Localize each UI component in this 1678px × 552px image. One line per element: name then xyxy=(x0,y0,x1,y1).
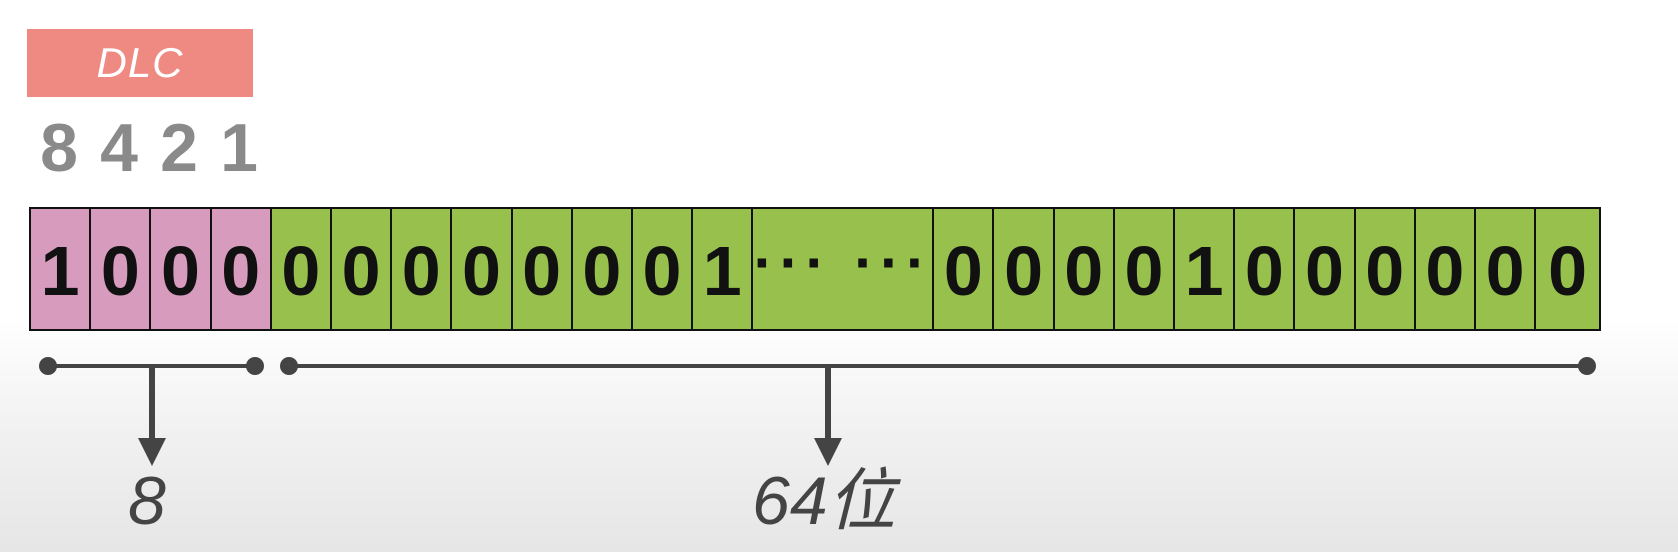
data-bit-cell: 0 xyxy=(1475,209,1537,329)
data-span-start-dot xyxy=(280,357,298,375)
data-bit-cell: 0 xyxy=(1415,209,1476,329)
data-bit-cell: 0 xyxy=(934,209,995,329)
data-arrow-head xyxy=(814,438,842,466)
data-bit-cell: 0 xyxy=(392,209,453,329)
data-span-end-dot xyxy=(1578,357,1596,375)
data-bit-cell: 0 xyxy=(572,209,633,329)
dlc-span-end-dot xyxy=(246,357,264,375)
data-bit-cell: 0 xyxy=(1295,209,1356,329)
weight-1: 1 xyxy=(220,110,258,186)
data-bit-cell: 0 xyxy=(452,209,513,329)
data-bit-cell: 0 xyxy=(271,209,332,329)
dlc-bit-cell: 0 xyxy=(211,209,272,329)
data-ellipsis-cell: ··· ··· xyxy=(753,209,935,329)
data-length-label: 64位 xyxy=(752,463,896,539)
dlc-length-label: 8 xyxy=(128,463,166,539)
dlc-bit-cell: 0 xyxy=(91,209,152,329)
dlc-arrow-head xyxy=(138,438,166,466)
data-bit-cell: 1 xyxy=(1175,209,1236,329)
weight-4: 4 xyxy=(100,110,138,186)
dlc-header-label: DLC xyxy=(27,29,253,97)
data-bit-cell: 0 xyxy=(512,209,573,329)
data-bit-cell: 0 xyxy=(1235,209,1296,329)
data-bit-cell: 1 xyxy=(693,209,754,329)
data-bit-cell: 0 xyxy=(1355,209,1416,329)
data-bit-cell: 0 xyxy=(1536,209,1599,329)
dlc-bit-cell: 1 xyxy=(31,209,92,329)
dlc-span-start-dot xyxy=(39,357,57,375)
data-bit-cell: 0 xyxy=(331,209,393,329)
data-bit-cell: 0 xyxy=(1114,209,1175,329)
can-frame-bit-row: 1 0 0 0 0 0 0 0 0 0 0 1 ··· ··· 0 0 0 0 … xyxy=(29,207,1601,331)
data-bit-cell: 0 xyxy=(994,209,1055,329)
dlc-bit-cell: 0 xyxy=(151,209,212,329)
weight-2: 2 xyxy=(160,110,198,186)
weight-8: 8 xyxy=(40,110,78,186)
data-bit-cell: 0 xyxy=(632,209,694,329)
data-bit-cell: 0 xyxy=(1054,209,1115,329)
